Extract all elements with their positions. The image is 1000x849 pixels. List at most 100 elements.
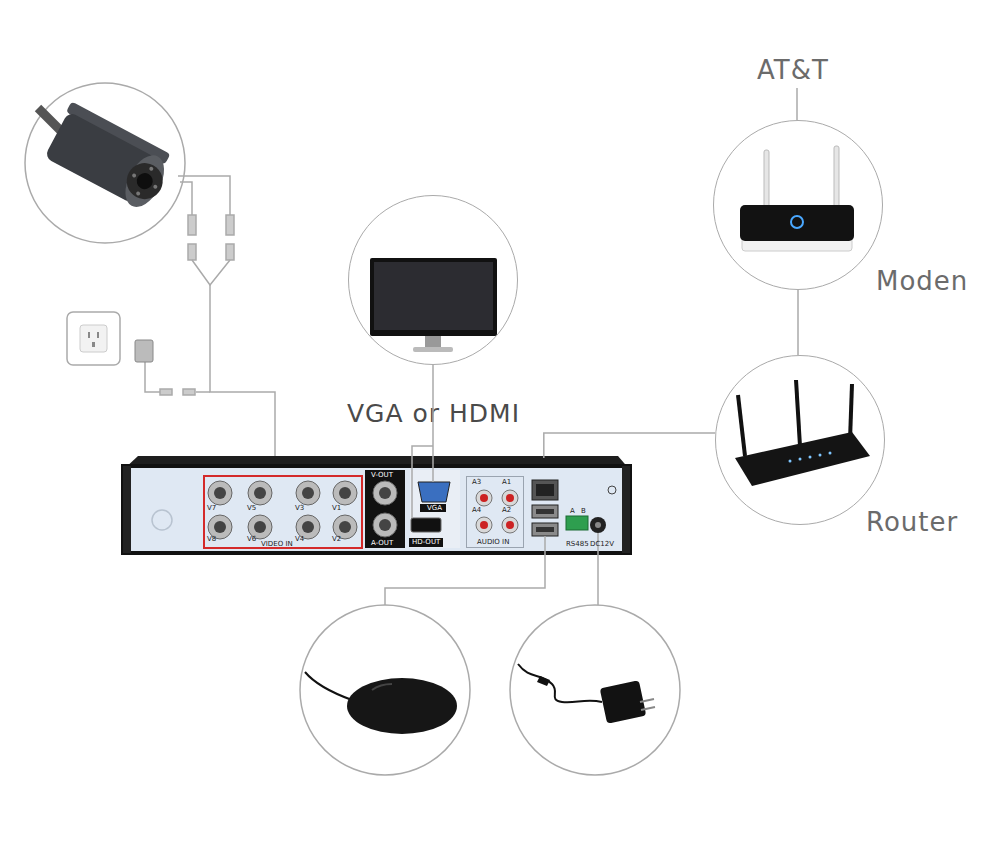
modem-icon <box>740 205 854 241</box>
camera-icon <box>120 157 169 206</box>
monitor-icon <box>374 262 493 330</box>
dvr-body <box>411 518 441 532</box>
power-socket <box>135 340 153 362</box>
router-circle: Router <box>715 355 885 525</box>
power-adapter-icon <box>537 676 550 686</box>
router-icon <box>799 458 802 461</box>
power-socket <box>97 332 99 338</box>
bnc-connector <box>339 487 351 499</box>
bnc-connector <box>248 481 272 505</box>
port-label: B <box>581 508 586 515</box>
router-icon <box>735 432 870 486</box>
router-icon <box>735 380 870 486</box>
port-label: V1 <box>332 505 341 512</box>
port-label: A3 <box>472 479 481 486</box>
camera-cable <box>145 176 275 478</box>
dvr-body <box>409 538 443 547</box>
monitor-icon <box>370 258 497 336</box>
rca-connector <box>476 490 492 506</box>
power-socket <box>80 325 107 352</box>
port-label: V7 <box>207 505 216 512</box>
modem-icon <box>740 88 854 251</box>
router-icon <box>796 380 800 446</box>
camera-cable <box>188 244 196 260</box>
port-label: V-OUT <box>371 472 393 479</box>
bnc-connector <box>333 481 357 505</box>
cable-line <box>432 365 434 458</box>
modem-icon <box>764 150 769 212</box>
port-label: V8 <box>207 536 216 543</box>
port-label: A2 <box>502 507 511 514</box>
bnc-connector <box>302 487 314 499</box>
power-adapter-icon <box>640 699 655 710</box>
router-icon <box>850 384 852 440</box>
camera-cable <box>178 176 230 215</box>
dvr-body <box>566 516 588 530</box>
dvr-box: V-OUTA-OUTVGAHD-OUTABRS485DC12VV7V5V3V1V… <box>123 458 630 553</box>
camera-icon <box>149 166 154 171</box>
bnc-connector <box>373 513 397 537</box>
node-label: VGA or HDMI <box>347 401 520 426</box>
camera-cable <box>188 215 196 235</box>
port-label: V4 <box>295 536 304 543</box>
dvr-body <box>123 466 630 553</box>
bnc-connector <box>373 481 397 505</box>
camera-cable <box>196 391 210 393</box>
power-adapter-icon <box>510 533 680 775</box>
camera-cable <box>226 215 234 235</box>
dvr-body <box>608 486 616 494</box>
bnc-connector <box>254 521 266 533</box>
power-adapter-icon <box>510 605 680 775</box>
camera-cable <box>160 389 172 395</box>
modem-icon <box>834 146 839 208</box>
dvr-body <box>536 484 554 496</box>
monitor-icon <box>425 336 441 348</box>
rca-connector <box>480 521 488 529</box>
port-label: V6 <box>247 536 256 543</box>
video-in-group: V7V5V3V1V8V6V4V2VIDEO IN <box>203 475 363 549</box>
rca-connector <box>476 517 492 533</box>
mouse-icon <box>347 678 457 734</box>
cable-line <box>544 433 715 458</box>
monitor-circle: VGA or HDMI <box>348 195 518 365</box>
port-label: VGA <box>427 505 442 512</box>
mouse-icon <box>305 672 352 700</box>
camera-icon <box>117 149 172 213</box>
dvr-body <box>536 509 554 514</box>
monitor-icon <box>370 258 497 352</box>
dvr-body <box>365 470 405 548</box>
router-icon <box>789 460 792 463</box>
rca-connector <box>480 494 488 502</box>
port-label: AUDIO IN <box>477 539 509 546</box>
node-label: Moden <box>876 268 968 294</box>
mouse-icon <box>300 605 470 775</box>
monitor-icon <box>413 347 453 352</box>
camera-icon <box>153 184 158 189</box>
mouse-icon <box>385 536 545 605</box>
power-adapter-icon <box>518 664 602 702</box>
camera-icon <box>134 170 156 192</box>
modem-icon <box>791 216 803 228</box>
port-label: RS485 <box>566 541 589 548</box>
camera-icon <box>135 191 140 196</box>
rca-connector <box>506 494 514 502</box>
port-label: A <box>570 508 575 515</box>
router-icon <box>738 395 745 456</box>
port-label: A1 <box>502 479 511 486</box>
power-socket <box>67 312 153 365</box>
camera-cable <box>192 260 230 285</box>
dvr-body <box>622 466 630 553</box>
port-label: V5 <box>247 505 256 512</box>
power-socket <box>67 312 120 365</box>
bnc-connector <box>208 481 232 505</box>
rca-connector <box>502 490 518 506</box>
dvr-body <box>536 527 554 532</box>
port-label: DC12V <box>590 541 614 548</box>
camera-cable <box>145 362 160 392</box>
dvr-body <box>410 470 460 548</box>
dvr-body <box>532 480 558 500</box>
dvr-body <box>123 456 630 553</box>
bnc-connector <box>379 487 391 499</box>
video-cable <box>432 458 434 482</box>
